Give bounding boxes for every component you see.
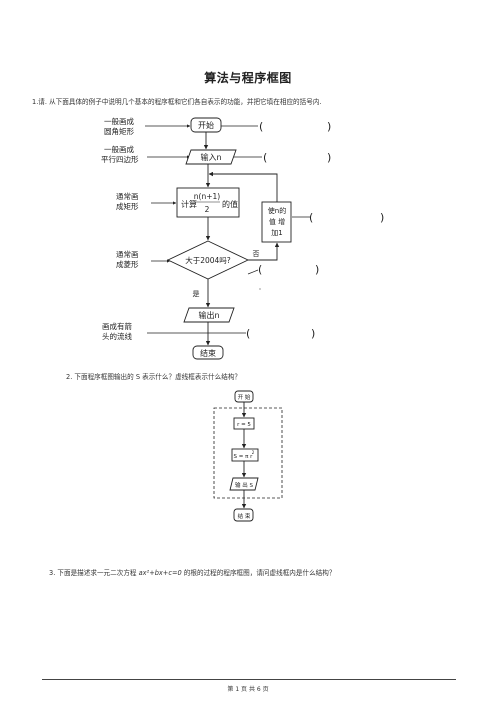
label-start-shape: 一般画成 xyxy=(104,116,134,126)
bracket-5-open: ( xyxy=(246,327,250,340)
process-suffix: 的值 xyxy=(222,199,238,209)
yes-label: 是 xyxy=(193,290,200,298)
q2-output-parallelogram xyxy=(229,477,259,491)
process-rectangle xyxy=(176,187,240,218)
q2-compute-box xyxy=(231,448,259,462)
process-denominator: 2 xyxy=(205,205,210,214)
svg-text:头的流线: 头的流线 xyxy=(102,331,132,341)
svg-text:平行四边形: 平行四边形 xyxy=(101,154,139,164)
q2-start-text: 开 始 xyxy=(238,393,251,401)
dashed-structure-box xyxy=(213,407,283,499)
bracket-5-close: ) xyxy=(311,327,315,340)
bracket-3-close: ) xyxy=(380,211,384,224)
flowchart-2: 开 始 r = 5 S = π r 2 输 出 S 结 束 xyxy=(213,390,283,522)
q2-end-terminal xyxy=(233,508,254,522)
svg-text:圆角矩形: 圆角矩形 xyxy=(104,126,134,136)
footer-divider xyxy=(42,679,456,680)
q2-compute-sup: 2 xyxy=(252,450,255,455)
question-3-text: 3. 下面是描述求一元二次方程 ax²+bx+c=0 的根的过程的程序框图，请问… xyxy=(49,569,336,577)
q2-output-text: 输 出 S xyxy=(235,481,253,489)
label-decision-shape: 通常画 xyxy=(116,249,139,259)
label-flowline: 画成有箭 xyxy=(102,321,132,331)
page-title: 算法与程序框图 xyxy=(204,71,292,85)
loop-line-1: 使n的 xyxy=(268,206,286,215)
svg-text:成菱形: 成菱形 xyxy=(116,259,139,269)
increment-box xyxy=(261,201,292,243)
input-parallelogram xyxy=(185,149,237,165)
quadratic-formula: ax²+bx+c=0 xyxy=(138,569,182,577)
svg-text:成矩形: 成矩形 xyxy=(116,201,139,211)
loop-line-3: 加1 xyxy=(271,228,282,237)
process-numerator: n(n+1) xyxy=(194,192,220,201)
bracket-1-open: ( xyxy=(259,120,263,133)
output-text: 输出n xyxy=(198,310,219,320)
start-text: 开始 xyxy=(198,120,214,130)
process-prefix: 计算 xyxy=(181,199,197,209)
bracket-3-open: ( xyxy=(309,211,313,224)
bracket-2-open: ( xyxy=(263,151,267,164)
bracket-1-close: ) xyxy=(327,120,331,133)
bracket-2-close: ) xyxy=(327,151,331,164)
bracket-4-open: ( xyxy=(258,263,262,276)
q2-end-text: 结 束 xyxy=(238,512,251,520)
loop-line-2: 值 增 xyxy=(269,217,285,226)
bracket-4-close: ) xyxy=(315,263,319,276)
no-label: 否 xyxy=(253,250,260,258)
page-footer: 第 1 页 共 6 页 xyxy=(227,686,269,693)
q2-assign-text: r = 5 xyxy=(237,422,251,428)
label-process-shape: 通常画 xyxy=(116,191,139,201)
end-text: 结束 xyxy=(200,348,216,358)
q2-compute-text: S = π r xyxy=(234,454,254,460)
left-labels: 一般画成 圆角矩形 一般画成 平行四边形 通常画 成矩形 通常画 成菱形 画成有… xyxy=(101,116,139,341)
output-parallelogram xyxy=(183,307,235,323)
label-input-shape: 一般画成 xyxy=(104,144,134,154)
question-2-text: 2. 下面程序框图输出的 S 表示什么？虚线框表示什么结构？ xyxy=(66,373,242,381)
decision-text: 大于2004吗? xyxy=(185,255,231,265)
question-1-text: 1.请. 从下面具体的例子中说明几个基本的程序框和它们各自表示的功能，并把它填在… xyxy=(32,98,322,106)
input-text: 输入n xyxy=(200,152,221,162)
end-terminal xyxy=(192,345,224,360)
